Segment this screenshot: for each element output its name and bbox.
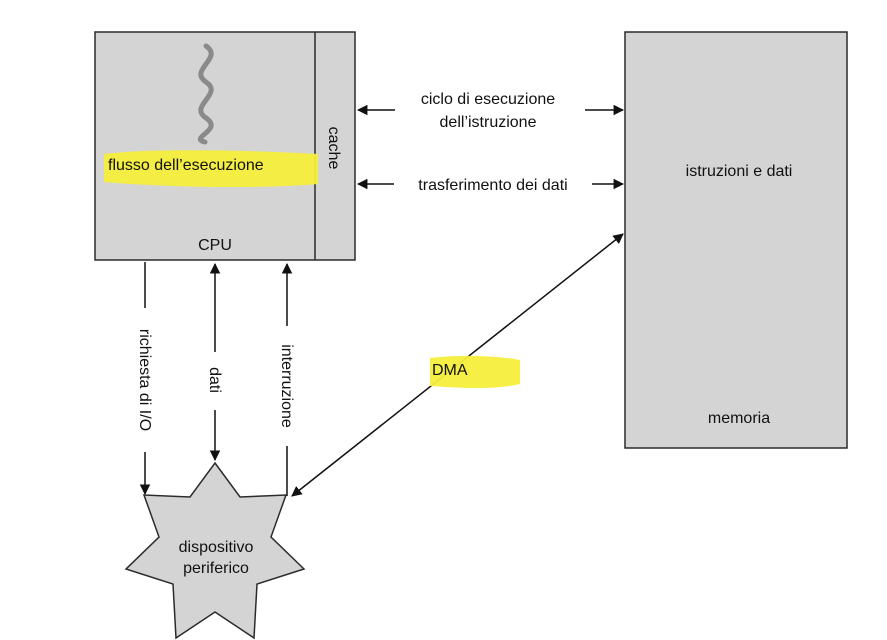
execution-squiggle	[197, 43, 214, 145]
interrupt-label: interruzione	[278, 344, 295, 428]
cpu-box	[94, 31, 356, 261]
cpu-label: CPU	[198, 237, 232, 254]
memory-box	[624, 31, 848, 449]
instruction-cycle-label-2: dell’istruzione	[440, 114, 537, 131]
dma-highlight	[430, 355, 520, 388]
flow-label: flusso dell’esecuzione	[108, 157, 264, 174]
data-label: dati	[206, 367, 223, 393]
peripheral-device-star	[124, 461, 306, 640]
dma-label: DMA	[432, 362, 468, 379]
memory-label: memoria	[708, 410, 770, 427]
device-label-1: dispositivo	[179, 539, 254, 556]
flow-highlight	[104, 150, 318, 188]
instruction-cycle-label-1: ciclo di esecuzione	[421, 91, 555, 108]
device-label-2: periferico	[183, 560, 249, 577]
io-request-label: richiesta di I/O	[136, 329, 153, 431]
memory-content-label: istruzioni e dati	[686, 163, 793, 180]
cache-label: cache	[325, 127, 342, 170]
data-transfer-label: trasferimento dei dati	[418, 177, 567, 194]
